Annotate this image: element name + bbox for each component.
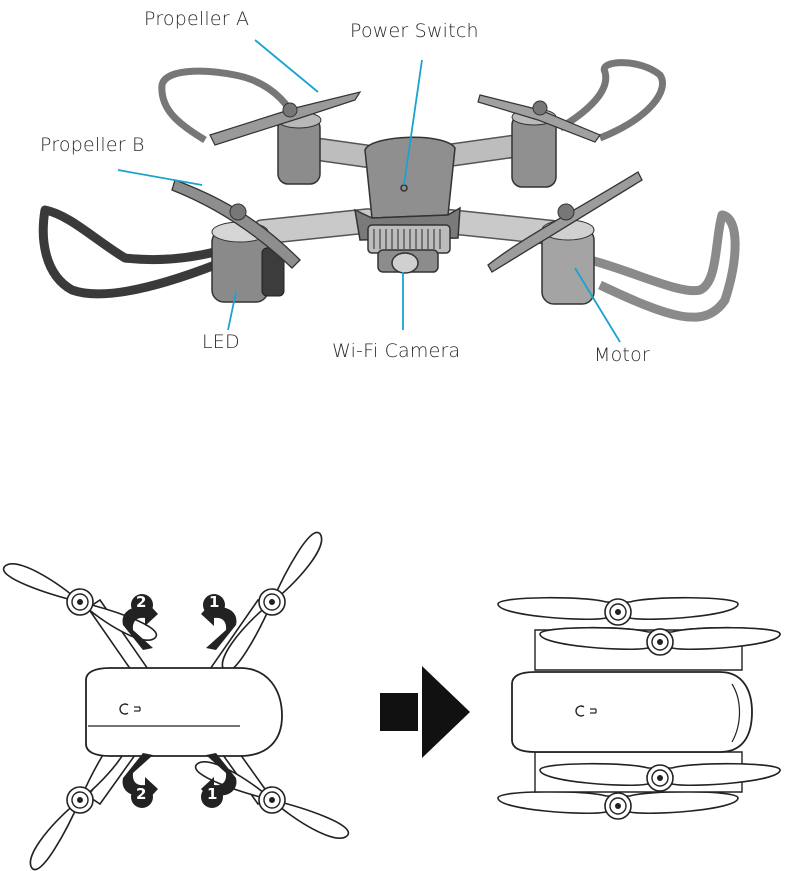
leader-led bbox=[227, 291, 237, 331]
label-wifi-camera: Wi-Fi Camera bbox=[332, 340, 461, 362]
leader-power-switch bbox=[403, 59, 423, 186]
label-propeller-a: Propeller A bbox=[144, 8, 250, 30]
leader-propeller-a bbox=[254, 39, 319, 93]
camera-lens bbox=[391, 252, 419, 274]
propeller-front-left bbox=[171, 179, 301, 269]
guard-front-left bbox=[38, 205, 217, 299]
guard-front-right bbox=[588, 210, 740, 322]
label-motor: Motor bbox=[594, 344, 650, 366]
step-badges bbox=[131, 594, 225, 808]
guard-back-left bbox=[158, 67, 293, 144]
label-power-switch: Power Switch bbox=[350, 20, 479, 42]
label-led: LED bbox=[202, 331, 240, 353]
leader-propeller-b bbox=[117, 169, 203, 186]
drone-body bbox=[364, 136, 456, 219]
leader-motor bbox=[574, 267, 621, 343]
label-propeller-b: Propeller B bbox=[40, 134, 145, 156]
folded-drone bbox=[497, 596, 781, 820]
guard-back-right bbox=[558, 59, 666, 142]
drone-illustration bbox=[38, 39, 740, 343]
step-2-top-number: 2 bbox=[136, 593, 147, 611]
step-1-bottom-number: 1 bbox=[207, 785, 218, 803]
step-1-top-number: 1 bbox=[209, 593, 220, 611]
propeller-front-right bbox=[487, 171, 643, 273]
motor-front-left bbox=[211, 221, 285, 303]
step-2-bottom-number: 2 bbox=[136, 785, 147, 803]
unfolded-drone bbox=[2, 524, 350, 871]
direction-arrow bbox=[380, 666, 470, 758]
